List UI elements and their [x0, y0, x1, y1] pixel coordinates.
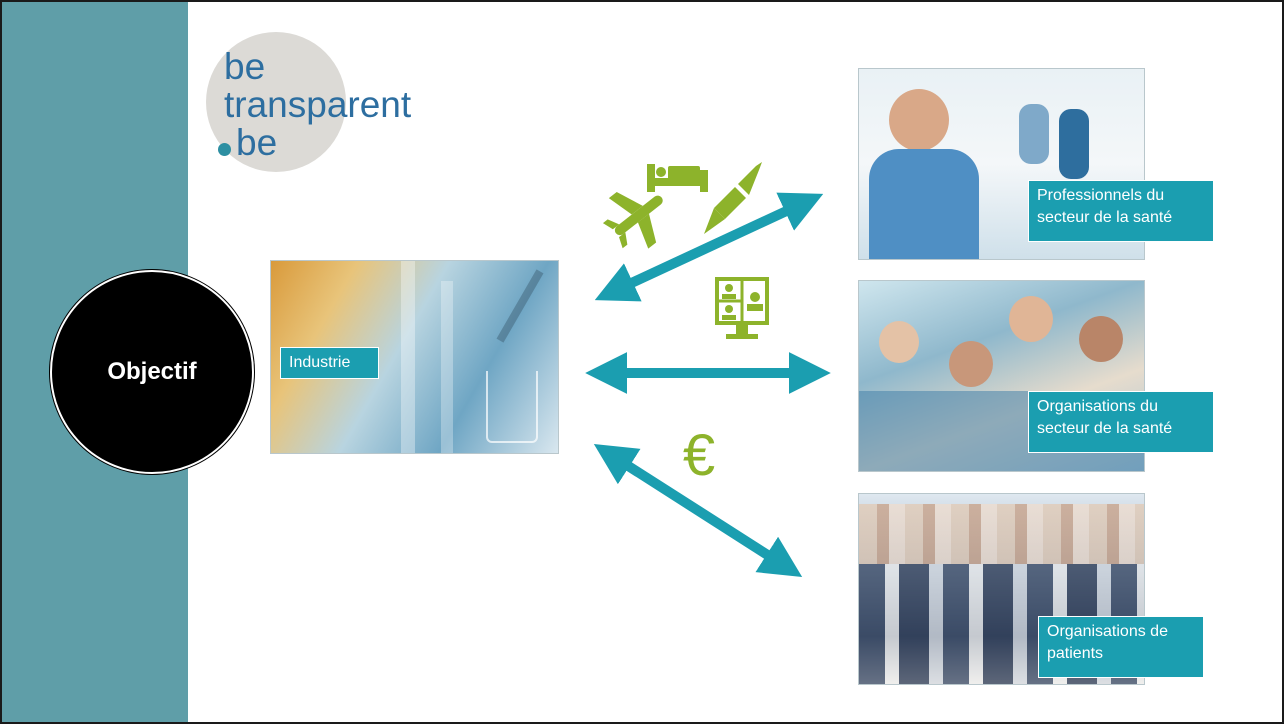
- doctor-body: [869, 149, 979, 259]
- logo-text-line2: transparent: [224, 84, 412, 125]
- background-person: [1059, 109, 1089, 179]
- person-head: [1009, 296, 1053, 342]
- patient-organisations-label: Organisations de patients: [1038, 616, 1204, 678]
- health-organisations-label: Organisations du secteur de la santé: [1028, 391, 1214, 453]
- industry-label: Industrie: [280, 347, 379, 379]
- person-head: [1079, 316, 1123, 362]
- person-head: [949, 341, 993, 387]
- lab-bar: [441, 281, 453, 453]
- logo-text-line3: be: [236, 122, 278, 163]
- doctor-head: [889, 89, 949, 151]
- background-person: [1019, 104, 1049, 164]
- health-professionals-photo: [858, 68, 1145, 260]
- objective-circle: Objectif: [50, 270, 254, 474]
- bed-icon: [647, 164, 708, 192]
- crowd-back-rows: [859, 504, 1144, 564]
- lab-bar: [401, 261, 415, 453]
- health-professionals-label: Professionnels du secteur de la santé: [1028, 180, 1214, 242]
- arrow-patient-organisations: [593, 443, 803, 578]
- person-head: [879, 321, 919, 363]
- logo-text-line1: be: [224, 46, 266, 87]
- logo-dot: [218, 143, 231, 156]
- beaker-shape: [486, 371, 538, 443]
- arrow-health-professionals: [594, 192, 824, 302]
- objective-label: Objectif: [107, 358, 197, 385]
- airplane-icon: [602, 192, 663, 249]
- video-conference-icon: [715, 277, 769, 339]
- pen-icon: [704, 162, 762, 234]
- euro-icon: €: [683, 423, 715, 488]
